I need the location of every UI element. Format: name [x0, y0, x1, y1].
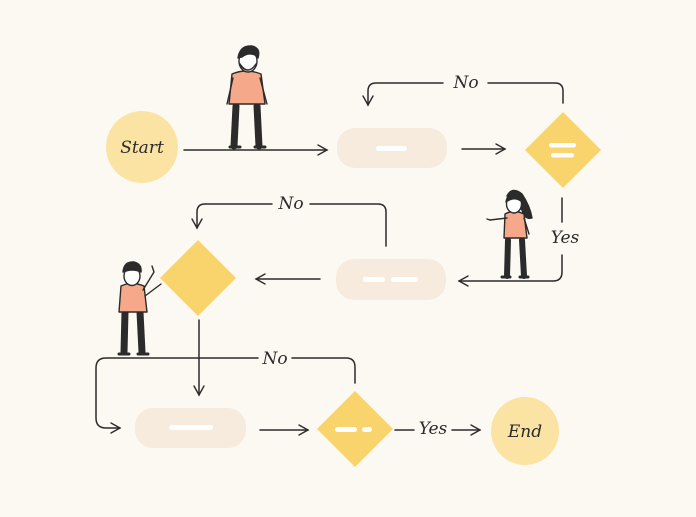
decision-3-bar-b — [362, 427, 372, 432]
loop-decision1-no-return — [362, 82, 444, 107]
loop-decision3-no — [291, 357, 356, 384]
loop-decision1-no — [487, 82, 564, 104]
decision-1-bar-top — [549, 143, 576, 148]
process-2-placeholder-bar-a — [363, 277, 385, 282]
label-yes-right: Yes — [551, 228, 580, 248]
decision-node-2 — [160, 240, 236, 316]
loop-decision2-no — [309, 203, 387, 247]
decision-3-bar-a — [335, 427, 357, 432]
process-1-placeholder-bar — [376, 146, 407, 151]
loop-decision2-no-return — [191, 203, 273, 230]
waving-man-icon — [117, 261, 162, 356]
label-no-top: No — [452, 73, 478, 93]
start-label: Start — [120, 138, 164, 158]
label-no-lower: No — [261, 349, 287, 369]
label-no-middle: No — [277, 194, 303, 214]
process-2-placeholder-bar-b — [391, 277, 418, 282]
decision-node-1 — [525, 112, 601, 188]
pointing-woman-icon — [486, 189, 533, 279]
end-label: End — [507, 422, 542, 442]
standing-man-icon — [226, 45, 268, 150]
process-3-placeholder-bar — [169, 425, 213, 430]
start-node — [106, 111, 178, 183]
loop-decision3-no-return — [95, 357, 259, 434]
end-node — [491, 397, 559, 465]
path-decision1-yes-b — [457, 254, 563, 287]
decision-1-bar-bottom — [551, 153, 574, 158]
label-yes-bottom: Yes — [419, 419, 448, 439]
